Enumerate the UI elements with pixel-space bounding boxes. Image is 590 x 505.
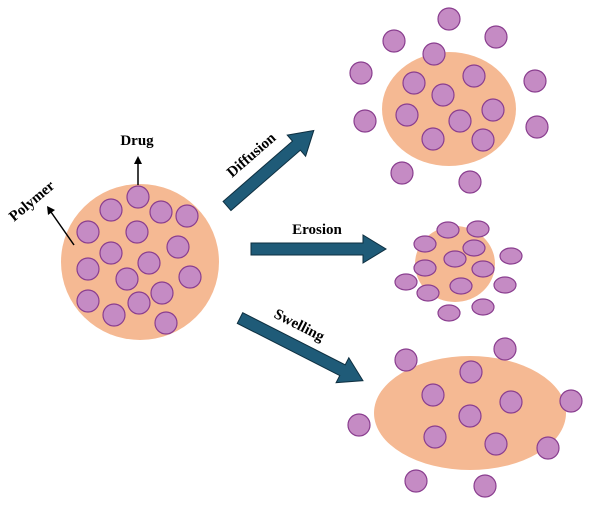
drug-particle: [471, 128, 495, 152]
diffusion-arrow: [222, 129, 315, 212]
drug-particle: [499, 247, 523, 265]
drug-particles-erosion: [394, 220, 523, 322]
drug-particle: [437, 7, 461, 31]
drug-particle: [481, 98, 505, 122]
drug-particle: [115, 267, 139, 291]
drug-particle: [471, 298, 495, 316]
drug-particle: [395, 103, 419, 127]
drug-particle: [416, 284, 440, 302]
drug-particle: [462, 64, 486, 88]
drug-particle: [458, 170, 482, 194]
drug-particle: [347, 413, 371, 437]
drug-particle: [449, 277, 473, 295]
drug-particle: [150, 281, 174, 305]
drug-particle: [99, 241, 123, 265]
drug-particle: [448, 109, 472, 133]
drug-particle: [76, 289, 100, 313]
drug-particle: [437, 304, 461, 322]
drug-particle: [137, 251, 161, 275]
drug-particles-swelling: [347, 337, 583, 498]
drug-particle: [102, 303, 126, 327]
drug-particle: [349, 61, 373, 85]
drug-particle: [413, 259, 437, 277]
drug-particle: [421, 127, 445, 151]
drug-particle: [462, 239, 486, 257]
drug-particle: [473, 474, 497, 498]
initial-matrix: [61, 184, 219, 340]
drug-particle: [127, 291, 151, 315]
drug-particle: [525, 115, 549, 139]
drug-particle: [443, 250, 467, 268]
drug-particle: [536, 436, 560, 460]
drug-particle: [126, 185, 150, 209]
drug-particle: [175, 204, 199, 228]
polymer-pointer: [47, 206, 75, 246]
drug-pointer: [134, 156, 142, 185]
drug-particle: [422, 42, 446, 66]
drug-particle: [499, 390, 523, 414]
drug-particle: [125, 220, 149, 244]
drug-particle: [436, 221, 460, 239]
drug-particles-initial: [76, 185, 202, 335]
drug-particle: [493, 276, 517, 294]
drug-particle: [149, 200, 173, 224]
drug-particle: [166, 235, 190, 259]
drug-particle: [484, 25, 508, 49]
drug-particle: [382, 29, 406, 53]
drug-particle: [523, 69, 547, 93]
drug-particle: [471, 260, 495, 278]
drug-particle: [402, 71, 426, 95]
drug-particle: [154, 311, 178, 335]
drug-particle: [458, 404, 482, 428]
drug-particle: [423, 425, 447, 449]
drug-particle: [484, 432, 508, 456]
drug-particle: [431, 83, 455, 107]
drug-particle: [559, 389, 583, 413]
drug-particle: [466, 220, 490, 238]
drug-particle: [421, 383, 445, 407]
erosion-label: Erosion: [292, 222, 342, 238]
drug-particle: [76, 220, 100, 244]
swelling-arrow: [236, 311, 364, 384]
diffusion-result: [349, 7, 549, 194]
drug-particle: [390, 161, 414, 185]
drug-particle: [493, 337, 517, 361]
drug-particle: [459, 360, 483, 384]
drug-particle: [178, 265, 202, 289]
drug-particle: [99, 198, 123, 222]
drug-particle: [394, 273, 418, 291]
erosion-result: [394, 220, 523, 322]
drug-particle: [413, 235, 437, 253]
erosion-arrow: [250, 234, 387, 264]
drug-label: Drug: [120, 133, 154, 149]
drug-particle: [353, 109, 377, 133]
polymer-label: Polymer: [6, 178, 58, 225]
drug-particle: [394, 348, 418, 372]
drug-particles-diffusion: [349, 7, 549, 194]
drug-particle: [76, 257, 100, 281]
swelling-result: [347, 337, 583, 498]
drug-particle: [404, 469, 428, 493]
